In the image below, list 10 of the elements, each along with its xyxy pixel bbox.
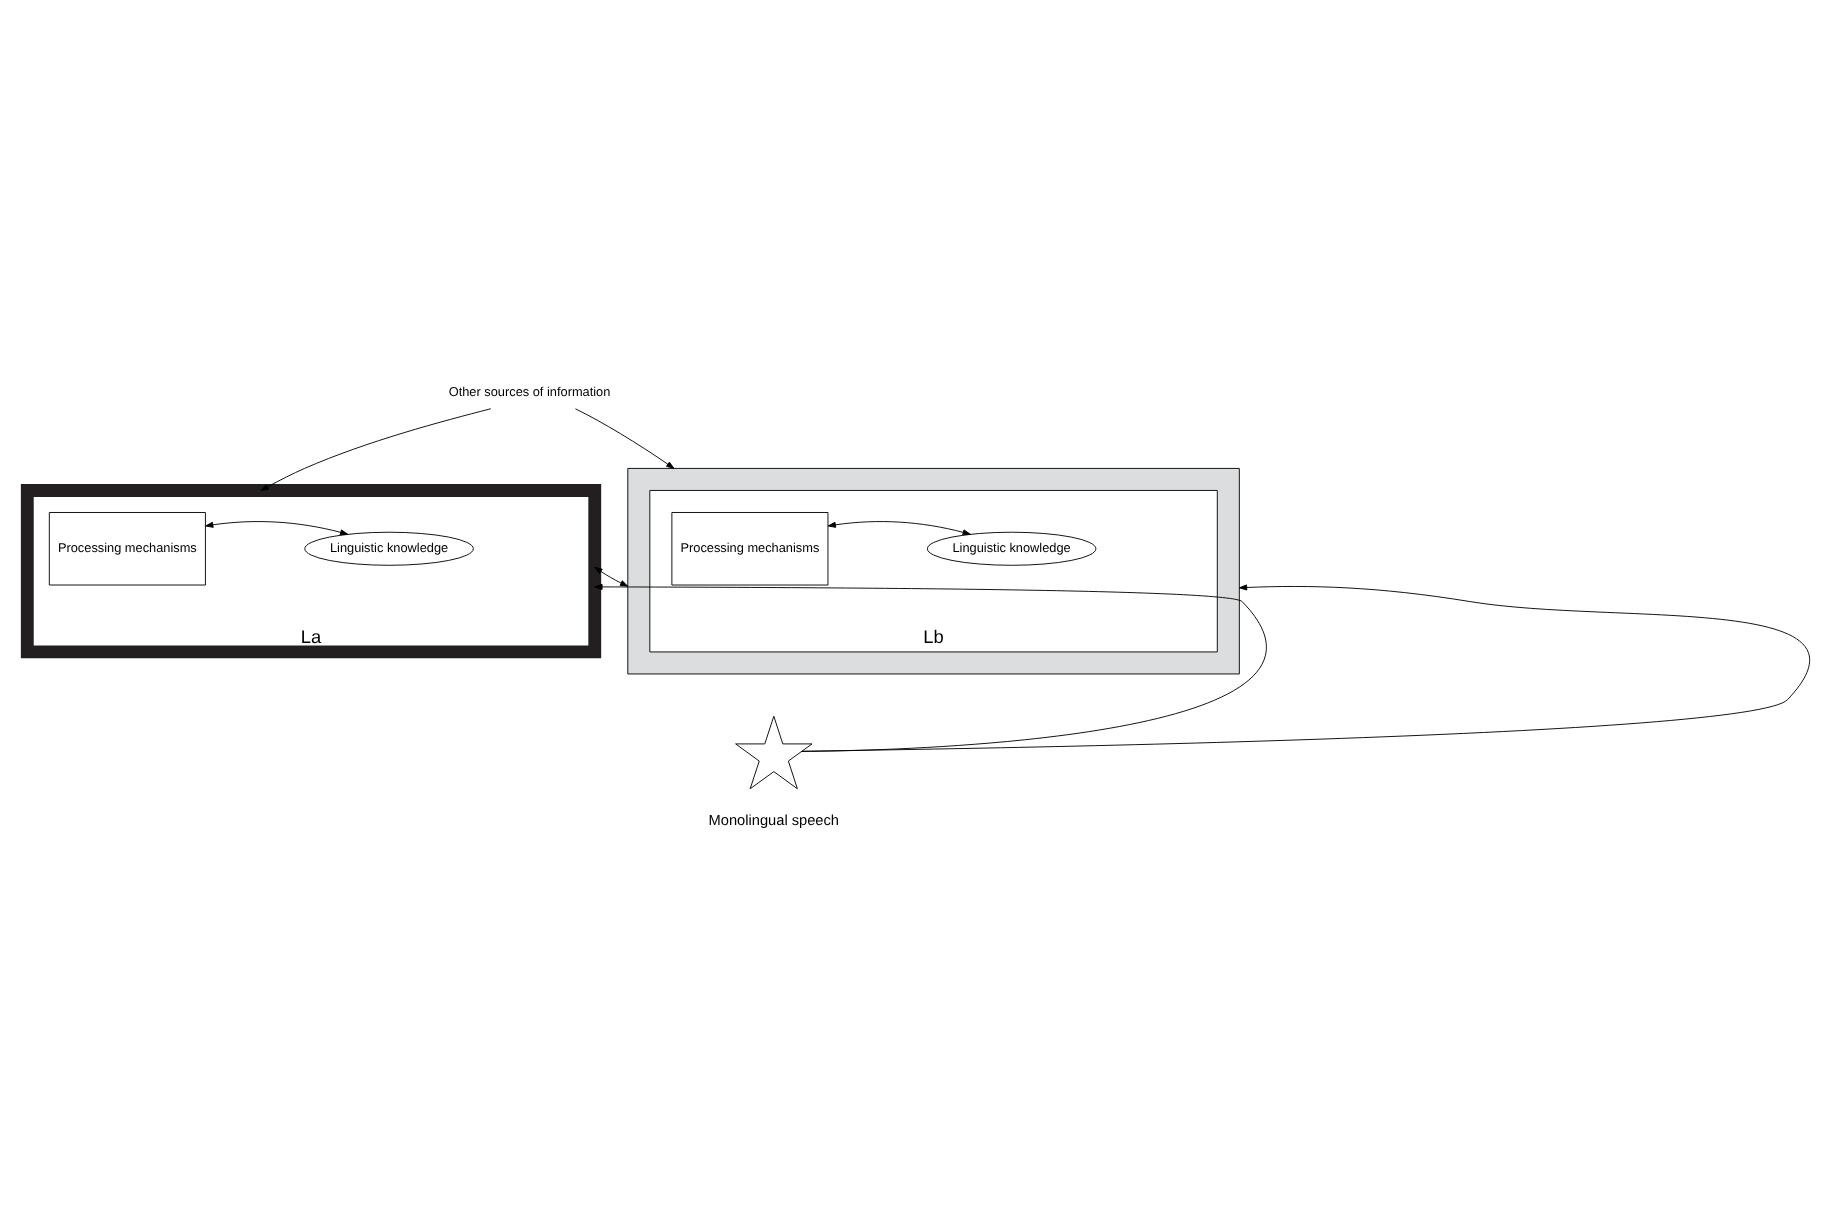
arrow [827, 520, 971, 535]
arrow [594, 582, 1265, 751]
arrow [260, 407, 492, 490]
picture [735, 714, 813, 789]
arrow [575, 407, 675, 468]
node-label: Monolingual speech [708, 810, 839, 829]
arrow [801, 583, 1810, 751]
arrow [205, 520, 349, 535]
arrow [594, 565, 629, 586]
cluster [627, 466, 1240, 674]
